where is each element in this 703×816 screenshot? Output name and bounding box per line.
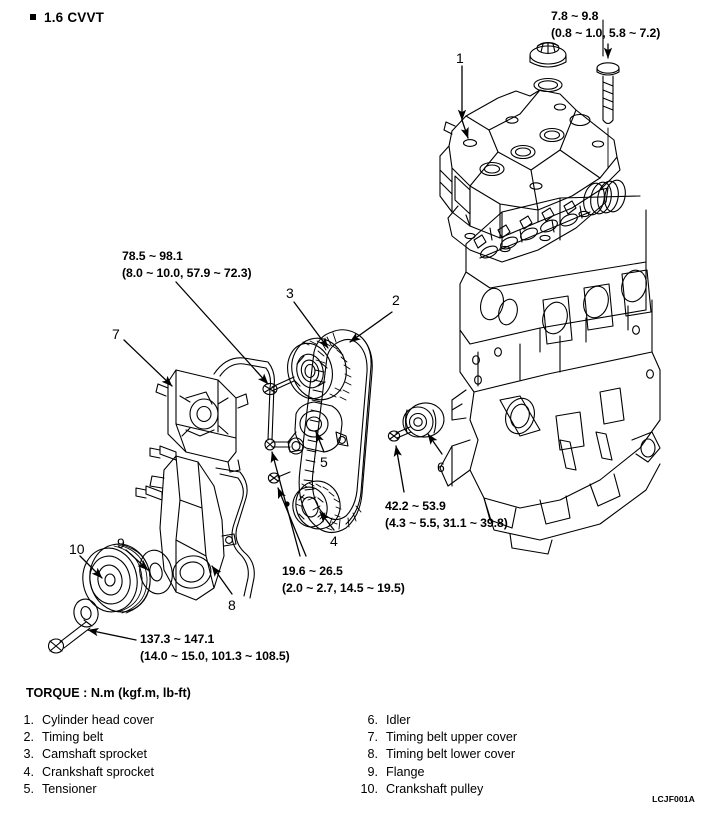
idler-art bbox=[387, 402, 445, 442]
bearing-caps-art bbox=[473, 200, 577, 249]
section-title: 1.6 CVVT bbox=[44, 10, 105, 25]
crankshaft-pulley-bolt-art bbox=[47, 619, 93, 654]
part-label: Idler bbox=[386, 713, 411, 727]
part-label: Tensioner bbox=[42, 781, 97, 796]
leader-lines bbox=[79, 43, 613, 641]
part-index: 1. bbox=[23, 713, 34, 727]
torque-primary: 78.5 ~ 98.1 bbox=[122, 249, 183, 263]
cylinder-head-cover-art bbox=[439, 19, 621, 263]
torque-callout-pulley: 137.3 ~ 147.1 (14.0 ~ 15.0, 101.3 ~ 108.… bbox=[140, 631, 290, 664]
tensioner-bolt-lower-art bbox=[267, 471, 291, 484]
oil-filler-cap-art bbox=[529, 42, 567, 93]
part-index: 10. bbox=[360, 781, 378, 796]
timing-belt-upper-cover-art bbox=[149, 357, 275, 473]
part-label: Timing belt upper cover bbox=[386, 730, 518, 745]
list-item: 1. Cylinder head cover bbox=[8, 712, 338, 729]
callout-number-2: 2 bbox=[392, 292, 400, 308]
part-index: 7. bbox=[367, 730, 378, 745]
list-item: 6. Idler bbox=[352, 712, 682, 729]
section-heading: 1.6 CVVT bbox=[30, 10, 104, 25]
torque-secondary: (2.0 ~ 2.7, 14.5 ~ 19.5) bbox=[282, 580, 405, 595]
part-label: Flange bbox=[386, 764, 425, 779]
torque-secondary: (4.3 ~ 5.5, 31.1 ~ 39.8) bbox=[385, 515, 508, 530]
torque-primary: 19.6 ~ 26.5 bbox=[282, 564, 343, 578]
callout-number-3: 3 bbox=[286, 285, 294, 301]
torque-callout-head-cover: 7.8 ~ 9.8 (0.8 ~ 1.0, 5.8 ~ 7.2) bbox=[551, 8, 660, 41]
camshaft-sprocket-bolt-art bbox=[262, 376, 295, 396]
part-index: 3. bbox=[23, 747, 34, 762]
idler-bolt-art bbox=[387, 426, 412, 442]
flange-art bbox=[139, 549, 173, 595]
torque-callout-cam-sprocket: 78.5 ~ 98.1 (8.0 ~ 10.0, 57.9 ~ 72.3) bbox=[122, 248, 252, 281]
figure-code: LCJF001A bbox=[652, 794, 695, 804]
torque-primary: 137.3 ~ 147.1 bbox=[140, 632, 215, 646]
list-item: 2. Timing belt bbox=[8, 729, 338, 746]
part-label: Timing belt bbox=[42, 730, 104, 745]
torque-primary: 7.8 ~ 9.8 bbox=[551, 9, 599, 23]
torque-units-legend: TORQUE : N.m (kgf.m, lb-ft) bbox=[26, 686, 191, 700]
part-label: Crankshaft pulley bbox=[386, 781, 484, 796]
tensioner-art bbox=[264, 401, 349, 484]
callout-number-5: 5 bbox=[320, 454, 328, 470]
part-label: Camshaft sprocket bbox=[42, 747, 147, 762]
list-item: 4. Crankshaft sprocket bbox=[8, 764, 338, 781]
list-item: 10. Crankshaft pulley bbox=[352, 781, 682, 798]
part-index: 2. bbox=[23, 730, 34, 745]
torque-callout-idler: 42.2 ~ 53.9 (4.3 ~ 5.5, 31.1 ~ 39.8) bbox=[385, 498, 508, 531]
list-item: 9. Flange bbox=[352, 764, 682, 781]
list-item: 8. Timing belt lower cover bbox=[352, 746, 682, 763]
part-label: Timing belt lower cover bbox=[386, 747, 516, 762]
torque-callout-tensioner: 19.6 ~ 26.5 (2.0 ~ 2.7, 14.5 ~ 19.5) bbox=[282, 563, 405, 596]
callout-number-4: 4 bbox=[330, 533, 338, 549]
camshaft-front-art bbox=[479, 211, 591, 259]
callout-number-10: 10 bbox=[69, 541, 85, 557]
torque-secondary: (14.0 ~ 15.0, 101.3 ~ 108.5) bbox=[140, 648, 290, 663]
callout-number-6: 6 bbox=[437, 459, 445, 475]
callout-number-9: 9 bbox=[117, 535, 125, 551]
list-item: 5. Tensioner bbox=[8, 781, 338, 798]
part-index: 5. bbox=[23, 781, 34, 796]
part-label: Crankshaft sprocket bbox=[42, 764, 154, 779]
cvvt-actuator-art bbox=[583, 179, 626, 216]
part-index: 4. bbox=[23, 764, 34, 779]
list-item: 7. Timing belt upper cover bbox=[352, 729, 682, 746]
part-index: 9. bbox=[367, 764, 378, 779]
timing-belt-lower-cover-art bbox=[135, 455, 255, 601]
part-index: 6. bbox=[367, 713, 378, 727]
square-bullet-icon bbox=[30, 14, 36, 20]
part-index: 8. bbox=[367, 747, 378, 762]
crankshaft-sprocket-art bbox=[284, 480, 342, 531]
torque-primary: 42.2 ~ 53.9 bbox=[385, 499, 446, 513]
callout-number-8: 8 bbox=[228, 597, 236, 613]
torque-secondary: (0.8 ~ 1.0, 5.8 ~ 7.2) bbox=[551, 25, 661, 40]
parts-list-right-column: 6. Idler 7. Timing belt upper cover 8. T… bbox=[352, 712, 682, 798]
torque-secondary: (8.0 ~ 10.0, 57.9 ~ 72.3) bbox=[122, 265, 252, 280]
callout-number-1: 1 bbox=[456, 50, 464, 66]
parts-list-left-column: 1. Cylinder head cover 2. Timing belt 3.… bbox=[8, 712, 338, 798]
tensioner-bolt-upper-art bbox=[264, 438, 291, 451]
list-item: 3. Camshaft sprocket bbox=[8, 746, 338, 763]
callout-number-7: 7 bbox=[112, 326, 120, 342]
part-label: Cylinder head cover bbox=[42, 713, 155, 727]
camshaft-sprocket-art bbox=[262, 337, 352, 401]
timing-belt-art bbox=[298, 329, 373, 534]
